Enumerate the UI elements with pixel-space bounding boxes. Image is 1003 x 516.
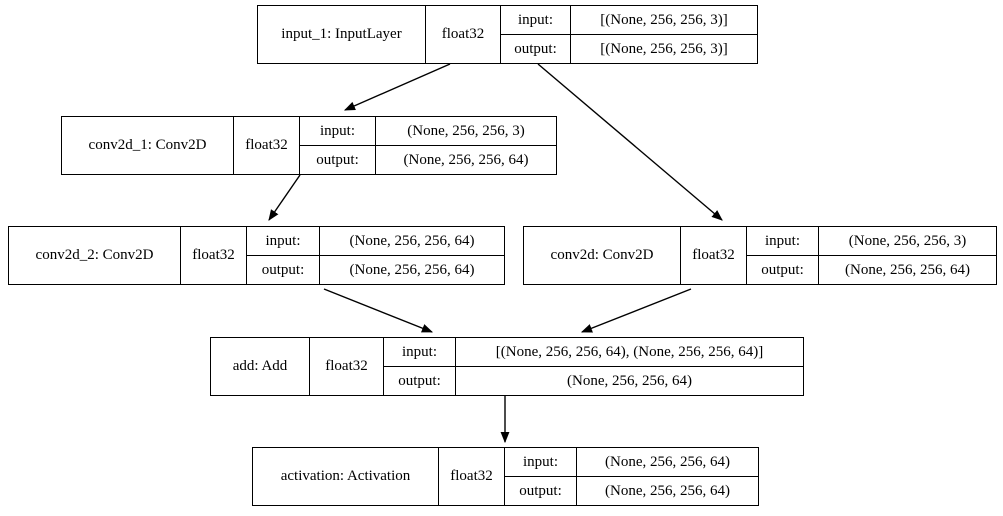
- node-conv2d-input-row: input: (None, 256, 256, 3): [747, 227, 996, 256]
- node-input_1-output-shape: [(None, 256, 256, 3)]: [600, 40, 728, 57]
- node-conv2d_2-output-row: output: (None, 256, 256, 64): [247, 256, 504, 284]
- edge-input_1-to-conv2d_1: [343, 63, 451, 111]
- output-label: output:: [300, 146, 376, 174]
- node-conv2d_2[interactable]: conv2d_2: Conv2D float32 input: (None, 2…: [8, 226, 505, 285]
- node-conv2d-io: input: (None, 256, 256, 3) output: (None…: [747, 227, 996, 284]
- node-conv2d_1-dtype: float32: [234, 117, 300, 174]
- node-activation-dtype: float32: [439, 448, 505, 505]
- node-input_1-name: input_1: InputLayer: [258, 6, 426, 63]
- node-activation[interactable]: activation: Activation float32 input: (N…: [252, 447, 759, 506]
- node-input_1-io: input: [(None, 256, 256, 3)] output: [(N…: [501, 6, 757, 63]
- node-add-output-shape: (None, 256, 256, 64): [567, 372, 692, 389]
- node-conv2d_1-output-shape: (None, 256, 256, 64): [403, 151, 529, 168]
- node-activation-input-row: input: (None, 256, 256, 64): [505, 448, 758, 477]
- node-input_1-dtype: float32: [426, 6, 501, 63]
- output-label: output:: [747, 256, 819, 284]
- node-conv2d-output-shape: (None, 256, 256, 64): [845, 261, 970, 278]
- node-conv2d_2-io: input: (None, 256, 256, 64) output: (Non…: [247, 227, 504, 284]
- node-conv2d_1-io: input: (None, 256, 256, 3) output: (None…: [300, 117, 556, 174]
- edge-conv2d-to-add: [580, 288, 692, 333]
- node-conv2d_2-output-shape: (None, 256, 256, 64): [349, 261, 475, 278]
- output-label: output:: [384, 367, 456, 395]
- node-conv2d-name: conv2d: Conv2D: [524, 227, 681, 284]
- edge-conv2d_1-to-conv2d_2: [268, 174, 301, 221]
- output-label: output:: [501, 35, 571, 63]
- node-add[interactable]: add: Add float32 input: [(None, 256, 256…: [210, 337, 804, 396]
- node-conv2d_2-dtype: float32: [181, 227, 247, 284]
- node-conv2d_1-output-row: output: (None, 256, 256, 64): [300, 146, 556, 174]
- node-add-dtype: float32: [310, 338, 384, 395]
- node-conv2d[interactable]: conv2d: Conv2D float32 input: (None, 256…: [523, 226, 997, 285]
- output-label: output:: [247, 256, 320, 284]
- node-activation-name: activation: Activation: [253, 448, 439, 505]
- node-conv2d-output-row: output: (None, 256, 256, 64): [747, 256, 996, 284]
- input-label: input:: [501, 6, 571, 34]
- node-activation-output-shape: (None, 256, 256, 64): [605, 482, 730, 499]
- node-conv2d-dtype: float32: [681, 227, 747, 284]
- node-conv2d-input-shape: (None, 256, 256, 3): [848, 232, 967, 249]
- input-label: input:: [505, 448, 577, 476]
- node-input_1-output-row: output: [(None, 256, 256, 3)]: [501, 35, 757, 63]
- node-input_1[interactable]: input_1: InputLayer float32 input: [(Non…: [257, 5, 758, 64]
- node-activation-output-row: output: (None, 256, 256, 64): [505, 477, 758, 505]
- input-label: input:: [247, 227, 320, 255]
- node-conv2d_1-input-shape: (None, 256, 256, 3): [407, 122, 525, 139]
- input-label: input:: [300, 117, 376, 145]
- node-conv2d_1[interactable]: conv2d_1: Conv2D float32 input: (None, 2…: [61, 116, 557, 175]
- node-activation-input-shape: (None, 256, 256, 64): [605, 453, 730, 470]
- input-label: input:: [384, 338, 456, 366]
- node-conv2d_1-name: conv2d_1: Conv2D: [62, 117, 234, 174]
- node-add-input-shape: [(None, 256, 256, 64), (None, 256, 256, …: [495, 343, 764, 360]
- node-conv2d_2-input-shape: (None, 256, 256, 64): [349, 232, 475, 249]
- node-add-name: add: Add: [211, 338, 310, 395]
- node-activation-io: input: (None, 256, 256, 64) output: (Non…: [505, 448, 758, 505]
- node-conv2d_2-name: conv2d_2: Conv2D: [9, 227, 181, 284]
- node-input_1-input-row: input: [(None, 256, 256, 3)]: [501, 6, 757, 35]
- node-input_1-input-shape: [(None, 256, 256, 3)]: [600, 11, 728, 28]
- node-conv2d_2-input-row: input: (None, 256, 256, 64): [247, 227, 504, 256]
- input-label: input:: [747, 227, 819, 255]
- node-add-io: input: [(None, 256, 256, 64), (None, 256…: [384, 338, 803, 395]
- edge-conv2d_2-to-add: [323, 288, 434, 333]
- node-add-output-row: output: (None, 256, 256, 64): [384, 367, 803, 395]
- node-add-input-row: input: [(None, 256, 256, 64), (None, 256…: [384, 338, 803, 367]
- node-conv2d_1-input-row: input: (None, 256, 256, 3): [300, 117, 556, 146]
- edge-input_1-to-conv2d: [537, 63, 723, 221]
- output-label: output:: [505, 477, 577, 505]
